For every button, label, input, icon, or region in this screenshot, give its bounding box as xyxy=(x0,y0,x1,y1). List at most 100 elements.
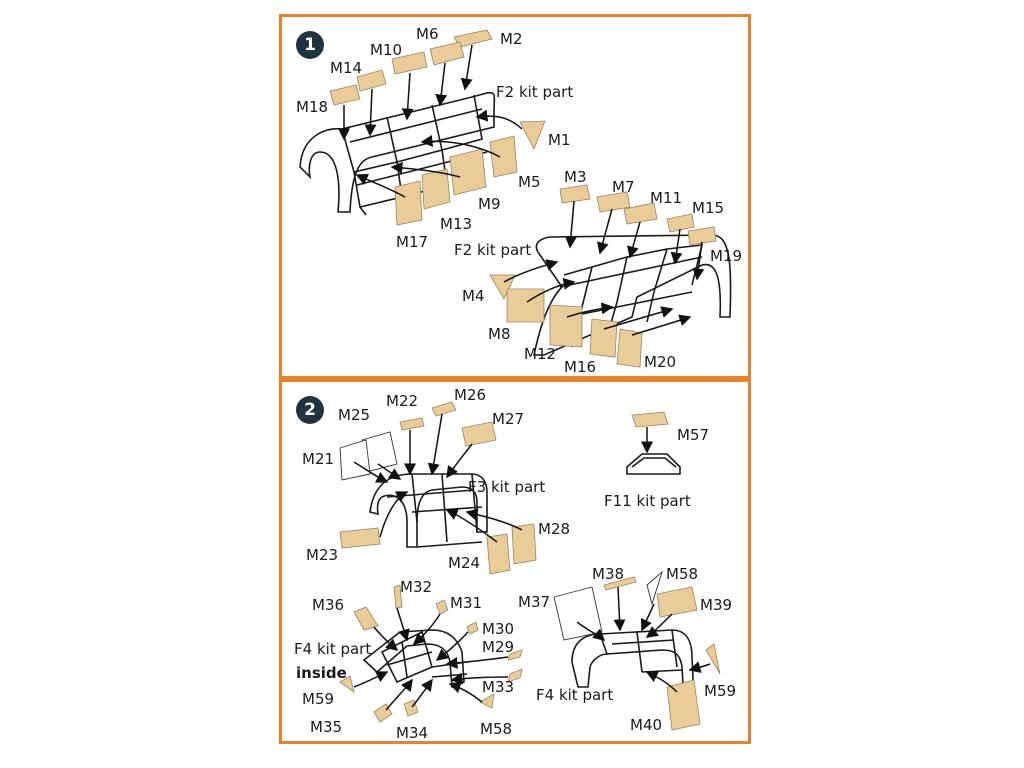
step-1-badge: 1 xyxy=(296,31,324,59)
label-m57: M57 xyxy=(677,426,709,444)
label-m19: M19 xyxy=(710,247,742,265)
label-m34: M34 xyxy=(396,724,428,741)
label-m3: M3 xyxy=(564,168,587,186)
m17-part xyxy=(394,180,423,226)
step-1-upper-arrows xyxy=(338,44,523,198)
label-m24: M24 xyxy=(448,554,480,572)
m58b-part xyxy=(646,570,663,606)
label-m6: M6 xyxy=(416,25,439,43)
m9-part xyxy=(449,148,487,196)
m16-part xyxy=(589,318,618,358)
label-m22: M22 xyxy=(386,392,418,410)
label-m10: M10 xyxy=(370,41,402,59)
m3-part xyxy=(559,184,591,204)
label-f2-kit-part-lower: F2 kit part xyxy=(454,241,531,259)
m28-part xyxy=(511,523,537,565)
m19-part xyxy=(687,226,717,246)
f3-arrows xyxy=(353,413,523,543)
label-m17: M17 xyxy=(396,233,428,251)
m29-part xyxy=(507,649,523,661)
m58a-part xyxy=(479,693,495,709)
label-m35: M35 xyxy=(310,718,342,736)
label-m26: M26 xyxy=(454,386,486,404)
m15-part xyxy=(666,213,695,233)
m37-part xyxy=(553,586,603,641)
m57-part xyxy=(631,411,669,428)
label-m39: M39 xyxy=(700,596,732,614)
step-2-badge: 2 xyxy=(296,396,324,424)
m6-part xyxy=(429,41,465,66)
f4-canopy-inside xyxy=(362,629,468,689)
m23-part xyxy=(339,527,381,549)
step-1-diagram: M2 M6 M10 M14 M18 F2 kit part M1 M5 M9 M… xyxy=(296,25,742,376)
label-m40: M40 xyxy=(630,716,662,734)
label-m18: M18 xyxy=(296,98,328,116)
f4-inside-arrows xyxy=(353,607,509,711)
m36-part xyxy=(353,606,379,631)
label-f4-kit-part-inside: F4 kit part xyxy=(294,640,371,658)
step-2-diagram: M22 M26 M25 M27 M21 F3 kit part M23 M24 … xyxy=(294,386,736,741)
label-m7: M7 xyxy=(612,178,635,196)
label-m29: M29 xyxy=(482,638,514,656)
label-m12: M12 xyxy=(524,345,556,363)
m5-part xyxy=(489,135,518,178)
label-m15: M15 xyxy=(692,199,724,217)
label-inside: inside xyxy=(296,664,347,682)
f4-outside-arrows xyxy=(576,586,711,693)
step-1-panel: 1 xyxy=(279,14,751,379)
label-f4-kit-part-outside: F4 kit part xyxy=(536,686,613,704)
label-m31: M31 xyxy=(450,594,482,612)
step-1-lower-arrows xyxy=(503,200,705,336)
label-m21: M21 xyxy=(302,450,334,468)
label-f2-kit-part-upper: F2 kit part xyxy=(496,83,573,101)
label-m36: M36 xyxy=(312,596,344,614)
m40-part xyxy=(666,679,701,731)
m38-part xyxy=(603,576,637,591)
label-m58-inside: M58 xyxy=(480,720,512,738)
m27-part xyxy=(461,421,497,447)
label-m30: M30 xyxy=(482,620,514,638)
m59a-part xyxy=(339,675,355,693)
label-m25: M25 xyxy=(338,406,370,424)
label-m33: M33 xyxy=(482,678,514,696)
label-m58-outside: M58 xyxy=(666,565,698,583)
label-m20: M20 xyxy=(644,353,676,371)
label-m59-outside: M59 xyxy=(704,682,736,700)
step-2-panel: 2 xyxy=(279,379,751,744)
m20-part xyxy=(616,328,643,368)
label-m59-inside: M59 xyxy=(302,690,334,708)
m25-part xyxy=(339,439,371,481)
label-m16: M16 xyxy=(564,358,596,376)
label-f11-kit-part: F11 kit part xyxy=(604,492,691,510)
m11-part xyxy=(623,202,658,225)
m59b-part xyxy=(705,643,721,675)
label-m38: M38 xyxy=(592,565,624,583)
m32-part xyxy=(393,584,403,609)
m22-part xyxy=(399,417,425,431)
label-m27: M27 xyxy=(492,410,524,428)
m1-part xyxy=(519,120,546,150)
label-m13: M13 xyxy=(440,215,472,233)
label-m37: M37 xyxy=(518,593,550,611)
label-m23: M23 xyxy=(306,546,338,564)
m13-part xyxy=(421,168,451,210)
m8-part xyxy=(506,288,545,323)
m4-part xyxy=(489,274,516,300)
label-m11: M11 xyxy=(650,189,682,207)
m31-part xyxy=(435,599,449,615)
m18-part xyxy=(329,84,361,106)
label-m28: M28 xyxy=(538,520,570,538)
m14-part xyxy=(356,69,387,92)
m26-part xyxy=(431,401,457,417)
m10-part xyxy=(391,51,428,75)
m39-part xyxy=(656,586,698,618)
label-m2: M2 xyxy=(500,30,523,48)
m33-part xyxy=(507,668,523,683)
label-f3-kit-part: F3 kit part xyxy=(468,478,545,496)
label-m5: M5 xyxy=(518,173,541,191)
f11-kit-part xyxy=(626,453,681,475)
label-m9: M9 xyxy=(478,195,501,213)
label-m32: M32 xyxy=(400,578,432,596)
label-m8: M8 xyxy=(488,325,511,343)
m30-part xyxy=(466,621,479,635)
